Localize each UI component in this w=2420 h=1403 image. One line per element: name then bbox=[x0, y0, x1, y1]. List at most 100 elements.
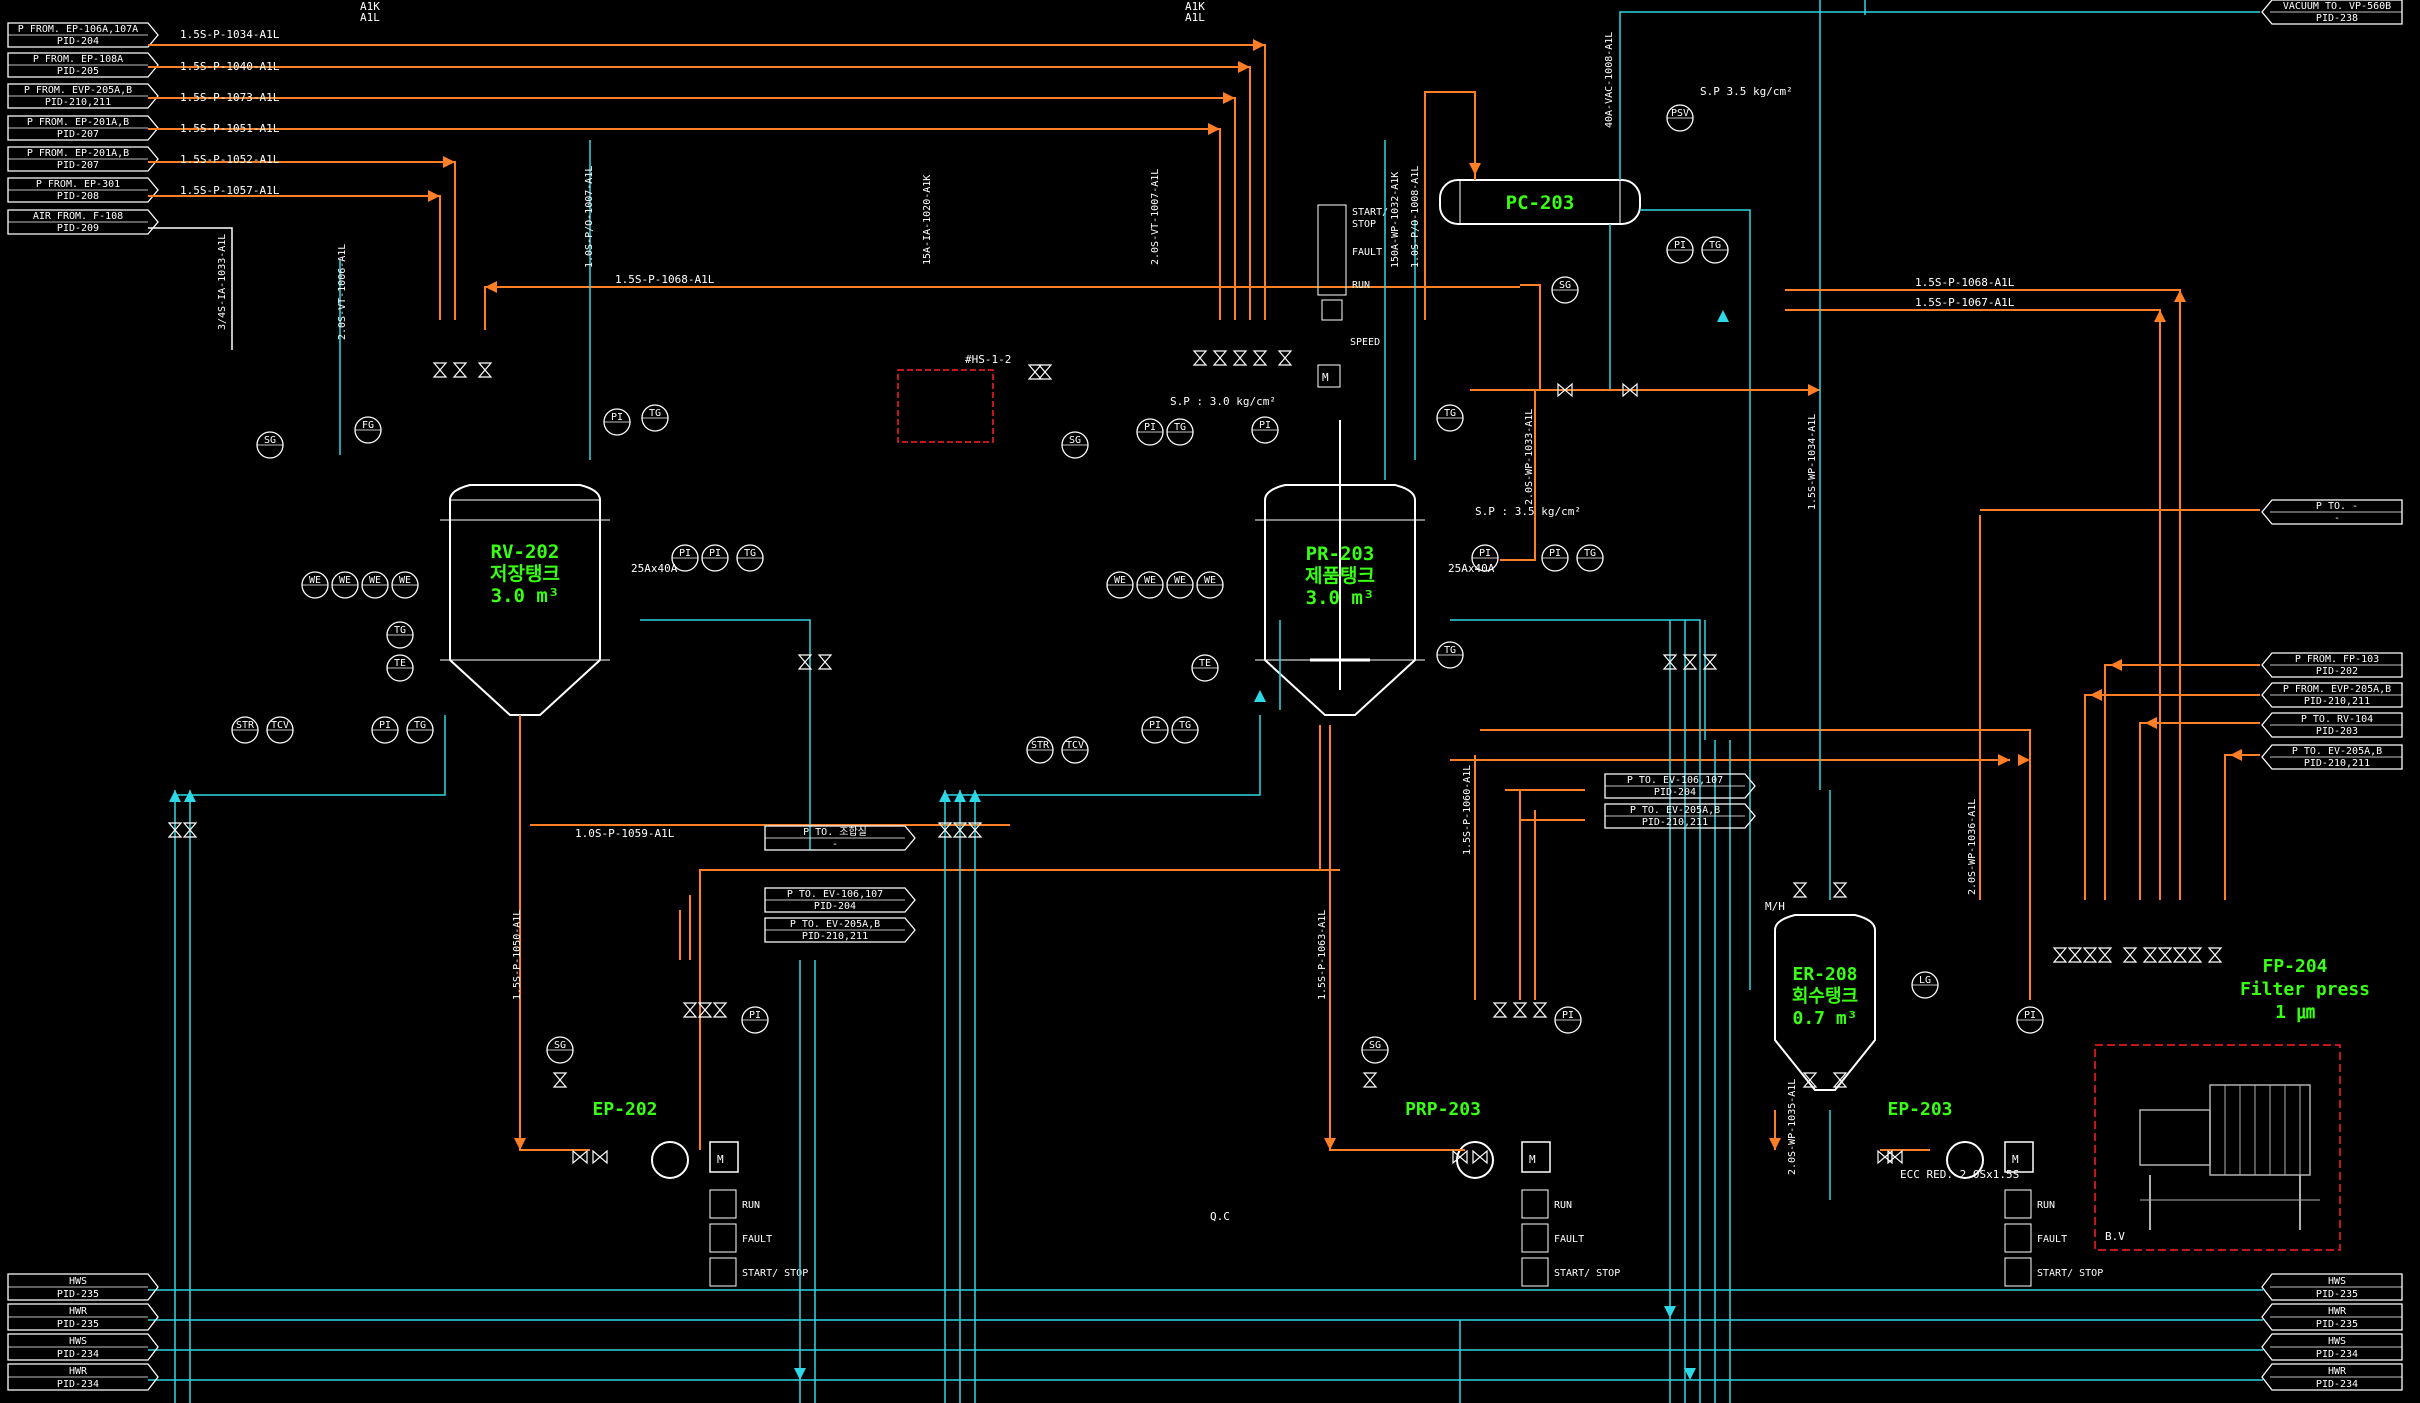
valve-icon bbox=[1512, 1002, 1528, 1018]
connector-line: HWR bbox=[2328, 1366, 2347, 1377]
instrument-tg-icon: TG bbox=[1436, 641, 1464, 669]
valve-icon bbox=[1702, 654, 1718, 670]
svg-text:1.5S-P-1060-A1L: 1.5S-P-1060-A1L bbox=[1462, 765, 1473, 855]
instrument-tg-icon: TG bbox=[406, 716, 434, 744]
valve-icon bbox=[682, 1002, 698, 1018]
svg-text:M/H: M/H bbox=[1765, 900, 1785, 913]
instrument-pi-icon: PI bbox=[1141, 716, 1169, 744]
instrument-we-icon: WE bbox=[1196, 571, 1224, 599]
connector-pid: PID-235 bbox=[57, 1319, 99, 1330]
valve-icon bbox=[937, 822, 953, 838]
valve-icon bbox=[1192, 350, 1208, 366]
svg-text:PI: PI bbox=[379, 720, 391, 731]
pump-ep-203: M EP-203 bbox=[1887, 1099, 2034, 1179]
svg-text:ER-208: ER-208 bbox=[1792, 964, 1857, 985]
svg-text:A1K: A1K bbox=[360, 0, 380, 13]
svg-text:WE: WE bbox=[1174, 575, 1186, 586]
svg-text:FG: FG bbox=[362, 420, 374, 431]
valve-groups bbox=[167, 350, 2223, 1165]
utility-headers bbox=[148, 1289, 2263, 1381]
instrument-tg-icon: TG bbox=[1166, 418, 1194, 446]
svg-text:15A-IA-1020-A1K: 15A-IA-1020-A1K bbox=[922, 175, 933, 265]
instrument-sg-icon: SG bbox=[1361, 1036, 1389, 1064]
connector-line: P FROM. EP-108A bbox=[33, 54, 123, 65]
svg-text:PI: PI bbox=[709, 548, 721, 559]
svg-text:PI: PI bbox=[1479, 548, 1491, 559]
svg-text:SG: SG bbox=[1369, 1040, 1381, 1051]
svg-text:Q.C: Q.C bbox=[1210, 1210, 1230, 1223]
svg-text:1.5S-P-1073-A1L: 1.5S-P-1073-A1L bbox=[180, 91, 280, 104]
arrows-top bbox=[428, 39, 1265, 293]
svg-text:START/: START/ bbox=[1352, 207, 1388, 218]
svg-text:SPEED: SPEED bbox=[1350, 337, 1380, 348]
connector-pid: - bbox=[832, 839, 838, 850]
motor-status-label: RUN bbox=[742, 1200, 760, 1211]
connector-line: HWR bbox=[2328, 1306, 2347, 1317]
svg-text:1.5S-P-1052-A1L: 1.5S-P-1052-A1L bbox=[180, 153, 280, 166]
valve-icon bbox=[1792, 882, 1808, 898]
connector-line: P FROM. FP-103 bbox=[2295, 654, 2379, 665]
instrument-pi-icon: PI bbox=[1554, 1006, 1582, 1034]
instrument-sg-icon: SG bbox=[256, 431, 284, 459]
svg-text:TG: TG bbox=[744, 548, 756, 559]
instrument-pi-icon: PI bbox=[2016, 1006, 2044, 1034]
connector-pid: PID-207 bbox=[57, 160, 99, 171]
svg-text:SG: SG bbox=[1069, 435, 1081, 446]
motor-status-label: START/ STOP bbox=[2037, 1268, 2103, 1279]
motor-status-label: START/ STOP bbox=[742, 1268, 808, 1279]
svg-text:WE: WE bbox=[1144, 575, 1156, 586]
connector-line: P TO. EV-205A,B bbox=[2292, 746, 2382, 757]
svg-text:SG: SG bbox=[554, 1040, 566, 1051]
svg-text:A1L: A1L bbox=[360, 11, 380, 24]
valve-icon bbox=[2207, 947, 2223, 963]
agitator-motor: START/ STOP FAULT RUN SPEED M bbox=[1317, 204, 1388, 388]
svg-text:ECC RED. 2.0Sx1.5S: ECC RED. 2.0Sx1.5S bbox=[1900, 1168, 2019, 1181]
connector-line: P TO. 조합실 bbox=[803, 826, 867, 838]
valve-icon bbox=[592, 1149, 608, 1165]
process-lines-top bbox=[148, 44, 1520, 330]
svg-text:150A-WP-1032-A1K: 150A-WP-1032-A1K bbox=[1390, 172, 1401, 268]
svg-text:PI: PI bbox=[749, 1010, 761, 1021]
svg-text:1.0S-P/O-1008-A1L: 1.0S-P/O-1008-A1L bbox=[1410, 166, 1421, 268]
svg-text:A1K: A1K bbox=[1185, 0, 1205, 13]
vertical-line-numbers: 1.5S-P-1050-A1L 1.5S-P-1063-A1L 1.5S-P-1… bbox=[217, 32, 1978, 1175]
connector-pid: PID-205 bbox=[57, 66, 99, 77]
valve-icon bbox=[1832, 882, 1848, 898]
svg-text:TCV: TCV bbox=[271, 720, 289, 731]
valve-icon bbox=[1252, 350, 1268, 366]
svg-text:PC-203: PC-203 bbox=[1506, 192, 1575, 214]
svg-text:PI: PI bbox=[1674, 240, 1686, 251]
off-page-mid-0: P TO. 조합실- bbox=[764, 825, 916, 851]
instrument-tg-icon: TG bbox=[1436, 404, 1464, 432]
connector-line: AIR FROM. F-108 bbox=[33, 211, 123, 222]
valve-icon bbox=[182, 822, 198, 838]
valve-icon bbox=[2122, 947, 2138, 963]
instrument-pi-icon: PI bbox=[701, 544, 729, 572]
instrument-tg-icon: TG bbox=[736, 544, 764, 572]
instrument-tg-icon: TG bbox=[641, 404, 669, 432]
connector-line: HWS bbox=[2328, 1276, 2346, 1287]
svg-text:회수탱크: 회수탱크 bbox=[1792, 986, 1858, 1007]
svg-text:M: M bbox=[1529, 1153, 1536, 1166]
svg-text:1.5S-P-1040-A1L: 1.5S-P-1040-A1L bbox=[180, 60, 280, 73]
valve-icon bbox=[1532, 1002, 1548, 1018]
tank-rv-202: RV-202 저장탱크 3.0 m³ bbox=[440, 484, 610, 716]
svg-text:A1L: A1L bbox=[1185, 11, 1205, 24]
connector-pid: PID-209 bbox=[57, 223, 99, 234]
svg-text:25Ax40A: 25Ax40A bbox=[631, 562, 678, 575]
valve-icon bbox=[2157, 947, 2173, 963]
valve-icon bbox=[432, 362, 448, 378]
instrument-we-icon: WE bbox=[301, 571, 329, 599]
svg-text:2.0S-VT-1006-A1L: 2.0S-VT-1006-A1L bbox=[337, 244, 348, 340]
instrument-fg-icon: FG bbox=[354, 416, 382, 444]
connector-line: VACUUM TO. VP-560B bbox=[2283, 1, 2391, 12]
